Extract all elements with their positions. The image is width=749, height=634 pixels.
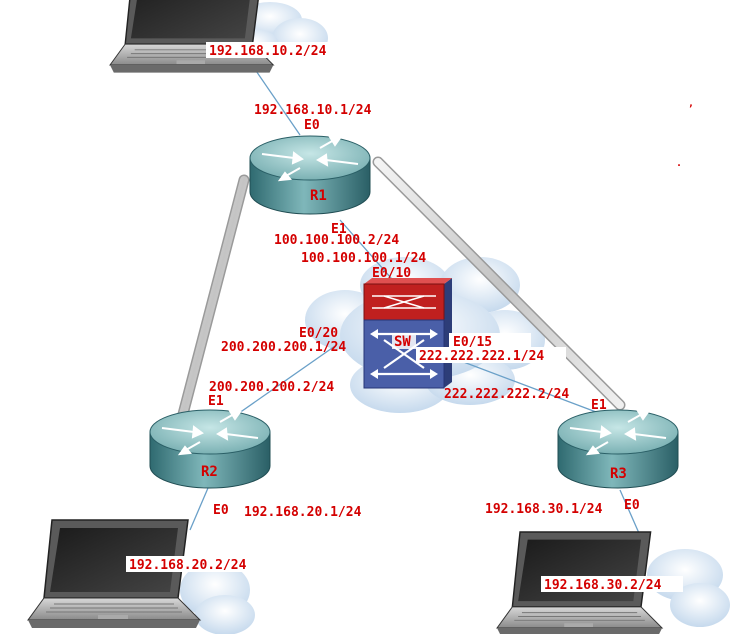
sw-port-e0-10: E0/10 [372,266,411,281]
r3-e1-ip: 222.222.222.2/24 [444,387,569,402]
link-sw-r2 [231,345,336,419]
sw-port-e0-20: E0/20 [299,326,338,341]
laptop-pc2[interactable] [27,519,201,629]
switch-sw-name: SW [394,334,411,350]
r1-e0-ip: 192.168.10.1/24 [254,103,372,118]
router-r2-name: R2 [201,464,218,480]
router-r1-name: R1 [310,188,327,204]
sw-e0-20-ip: 200.200.200.1/24 [221,340,346,355]
serial-link-r1-r2 [176,174,250,424]
r2-e0-ip: 192.168.20.1/24 [244,505,362,520]
laptop-pc1[interactable] [109,0,275,74]
r3-port-e1: E1 [591,398,607,413]
sw-e0-10-ip: 100.100.100.1/24 [301,251,426,266]
r1-port-e0: E0 [304,118,320,133]
pc1-ip: 192.168.10.2/24 [209,44,327,59]
sw-e0-15-ip: 222.222.222.1/24 [419,349,544,364]
pc3-ip: 192.168.30.2/24 [544,578,662,593]
r3-e0-ip: 192.168.30.1/24 [485,502,603,517]
r2-port-e0: E0 [213,503,229,518]
r2-port-e1: E1 [208,394,224,409]
router-r3-name: R3 [610,466,627,482]
link-sw-r3 [444,354,613,419]
svg-text:.: . [676,158,682,169]
r1-e1-ip: 100.100.100.2/24 [274,233,399,248]
r1-port-e1: E1 [331,222,347,237]
link-pc1-r1 [249,61,301,136]
svg-text:,: , [688,98,694,109]
link-r2-pc2 [189,487,209,531]
link-r1-sw [339,219,399,287]
pc2-ip: 192.168.20.2/24 [129,558,247,573]
cloud-bottom-left [180,562,255,634]
switch-sw[interactable] [363,278,452,389]
r2-e1-ip: 200.200.200.2/24 [209,380,334,395]
r3-port-e0: E0 [624,498,640,513]
sw-port-e0-15: E0/15 [453,335,492,350]
serial-link-r1-r3 [372,156,626,411]
